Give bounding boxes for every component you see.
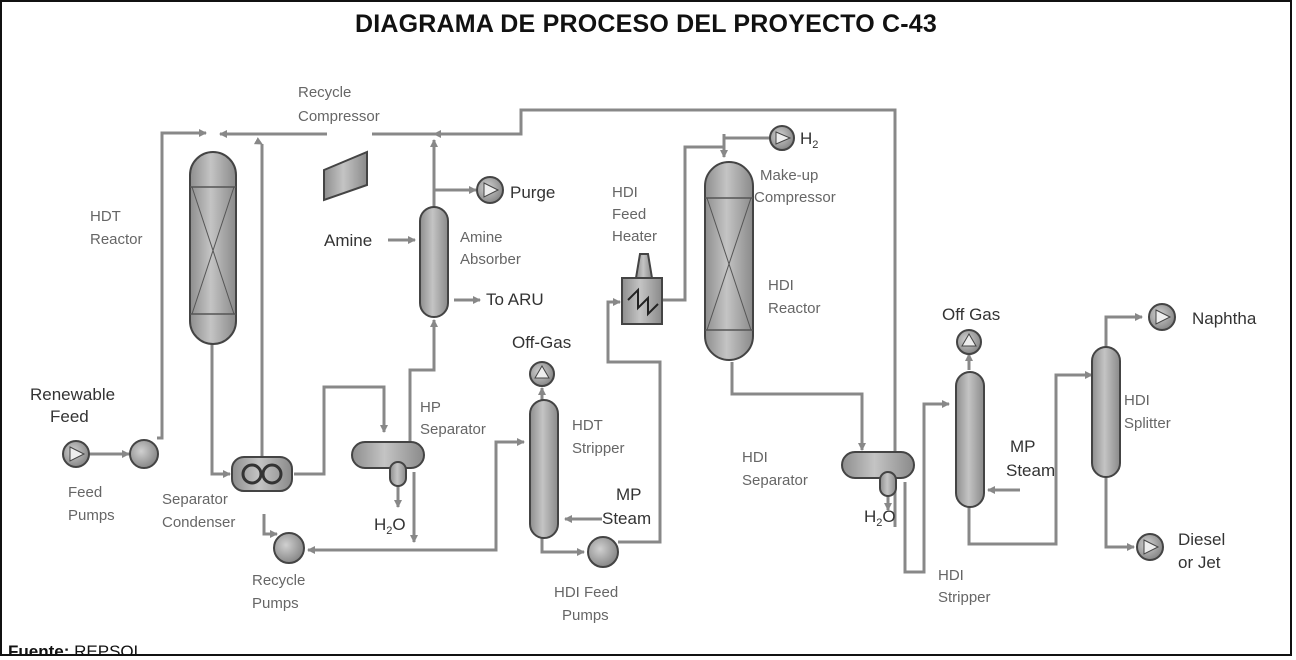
label-feed-pumps-2: Pumps [68, 507, 115, 524]
label-to-aru: To ARU [486, 290, 544, 309]
hdi-reactor [704, 161, 754, 361]
hdi-stripper [955, 371, 985, 508]
label-hdi-feed-heater-1: HDI [612, 184, 638, 201]
hdi-feed-heater [621, 253, 663, 325]
hdi-separator [841, 451, 915, 497]
label-hp-separator-2: Separator [420, 421, 486, 438]
label-mp-steam-1b: Steam [602, 509, 651, 528]
label-naphtha: Naphtha [1192, 309, 1257, 328]
renewable-feed-symbol [62, 440, 90, 468]
label-hdi-splitter-2: Splitter [1124, 415, 1171, 432]
label-hdt-stripper-1: HDT [572, 417, 603, 434]
label-hdi-stripper-1: HDI [938, 567, 964, 584]
label-feed-pumps-1: Feed [68, 484, 102, 501]
label-recycle-pumps-2: Pumps [252, 595, 299, 612]
label-hdt-reactor-2: Reactor [90, 231, 143, 248]
label-recycle-compressor-2: Compressor [298, 108, 380, 125]
label-makeup-compressor-1: Make-up [760, 167, 818, 184]
hp-separator [351, 441, 425, 487]
label-makeup-compressor-2: Compressor [754, 189, 836, 206]
label-mp-steam-2a: MP [1010, 437, 1036, 456]
label-hdi-feed-heater-2: Feed [612, 206, 646, 223]
label-hdi-separator-1: HDI [742, 449, 768, 466]
label-hdi-feed-heater-3: Heater [612, 228, 657, 245]
label-mp-steam-1a: MP [616, 485, 642, 504]
source-label: Fuente: [8, 642, 70, 656]
hdt-stripper [529, 399, 559, 539]
purge-symbol [476, 176, 504, 204]
label-hdt-reactor-1: HDT [90, 208, 121, 225]
label-hdi-separator-2: Separator [742, 472, 808, 489]
diesel-symbol [1136, 533, 1164, 561]
label-hp-separator-1: HP [420, 399, 441, 416]
recycle-pump [273, 532, 305, 564]
hdt-reactor [189, 151, 237, 345]
label-renewable-feed-2: Feed [50, 407, 89, 426]
hdi-splitter [1091, 346, 1121, 478]
label-separator-condenser-2: Condenser [162, 514, 235, 531]
label-hdi-reactor-2: Reactor [768, 300, 821, 317]
label-hdi-feed-pumps-2: Pumps [562, 607, 609, 624]
source-note: Fuente: REPSOL [8, 642, 144, 656]
off-gas-symbol-2 [956, 329, 982, 355]
label-amine-absorber-2: Absorber [460, 251, 521, 268]
label-diesel-jet-1: Diesel [1178, 530, 1225, 549]
label-purge: Purge [510, 183, 555, 202]
label-h2o-2: H2O [864, 507, 896, 529]
label-h2o-1: H2O [374, 515, 406, 537]
label-recycle-pumps-1: Recycle [252, 572, 305, 589]
label-amine-absorber-1: Amine [460, 229, 503, 246]
source-value: REPSOL [74, 642, 144, 656]
label-hdi-splitter-1: HDI [1124, 392, 1150, 409]
diagram-title: DIAGRAMA DE PROCESO DEL PROYECTO C-43 [354, 10, 938, 38]
label-mp-steam-2b: Steam [1006, 461, 1055, 480]
label-off-gas-2: Off Gas [942, 305, 1000, 324]
recycle-compressor [323, 150, 368, 202]
amine-absorber [419, 206, 449, 318]
label-amine: Amine [324, 231, 372, 250]
label-recycle-compressor-1: Recycle [298, 84, 351, 101]
label-hdi-feed-pumps-1: HDI Feed [554, 584, 618, 601]
label-hdi-reactor-1: HDI [768, 277, 794, 294]
label-hdi-stripper-2: Stripper [938, 589, 991, 606]
off-gas-symbol-1 [529, 361, 555, 387]
hdi-feed-pump [587, 536, 619, 568]
label-h2: H2 [800, 129, 818, 151]
h2-symbol [769, 125, 795, 151]
naphtha-symbol [1148, 303, 1176, 331]
piping [82, 108, 1143, 574]
feed-pump [129, 439, 159, 469]
label-renewable-feed-1: Renewable [30, 385, 115, 404]
label-hdt-stripper-2: Stripper [572, 440, 625, 457]
label-separator-condenser-1: Separator [162, 491, 228, 508]
label-diesel-jet-2: or Jet [1178, 553, 1221, 572]
separator-condenser [231, 456, 293, 492]
label-off-gas-1: Off-Gas [512, 333, 571, 352]
